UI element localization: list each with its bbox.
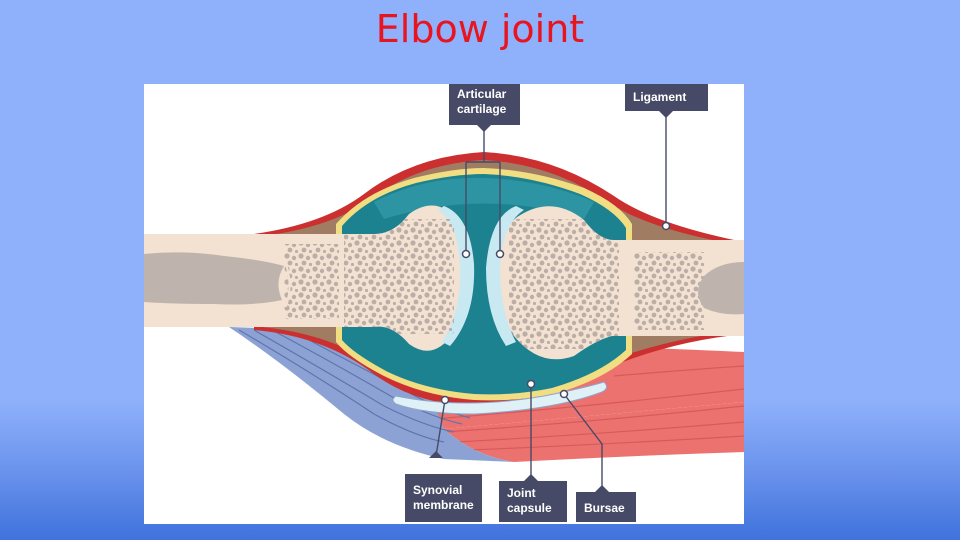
right-articular-cartilage xyxy=(486,206,524,346)
leader-points xyxy=(440,221,671,405)
elbow-joint-diagram: Articular cartilage Ligament Synovial me… xyxy=(144,84,744,524)
leader-lines xyxy=(435,116,667,490)
left-marrow xyxy=(144,252,284,305)
label-articular-cartilage: Articular cartilage xyxy=(449,84,520,125)
label-ligament: Ligament xyxy=(625,84,708,111)
right-marrow xyxy=(698,262,744,315)
label-bursae: Bursae xyxy=(576,492,636,522)
slide-title: Elbow joint xyxy=(375,7,585,51)
label-synovial-membrane: Synovial membrane xyxy=(405,474,482,522)
left-bone xyxy=(144,205,475,351)
callout-pointers xyxy=(429,111,673,492)
right-bone xyxy=(486,206,744,360)
label-joint-capsule: Joint capsule xyxy=(499,481,567,522)
left-articular-cartilage xyxy=(438,206,475,346)
bursa xyxy=(392,381,608,415)
joint-illustration xyxy=(144,111,744,492)
